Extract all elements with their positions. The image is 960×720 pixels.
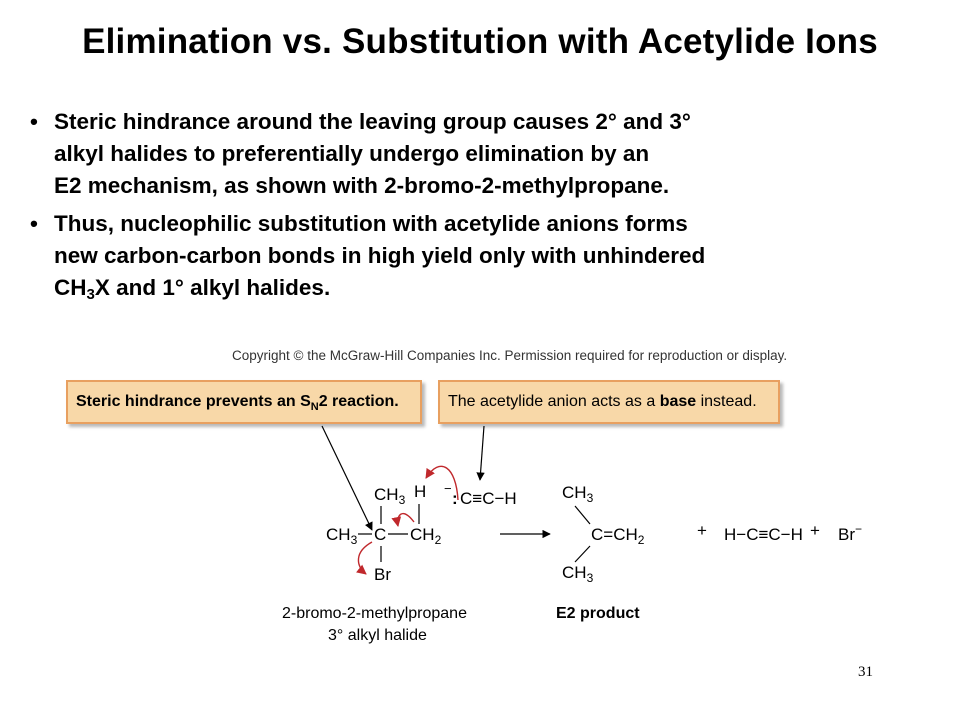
callout-pointer-arrow: [321, 425, 373, 531]
slide-title: Elimination vs. Substitution with Acetyl…: [82, 22, 878, 61]
acetylide-charge: −: [444, 481, 452, 496]
reactant-type: 3° alkyl halide: [328, 627, 427, 644]
product-alkene: C=CH2: [591, 525, 645, 547]
bullet-text-line: alkyl halides to preferentially undergo …: [54, 141, 650, 166]
bromide-ion: Br−: [838, 522, 862, 544]
curved-arrow-deprotonation: [425, 465, 459, 501]
reactant-central-carbon: C: [374, 525, 386, 544]
reactant-name: 2-bromo-2-methylpropane: [282, 605, 467, 622]
reactant-left-methyl: CH3: [326, 525, 358, 547]
bullet-text-line: CH3X and 1° alkyl halides.: [54, 275, 331, 303]
bond-line: [574, 505, 591, 525]
plus-sign: +: [697, 521, 707, 540]
plus-sign: +: [810, 521, 820, 540]
reactant-right-methylene: CH2: [410, 525, 442, 547]
bullet-item-steric: • Steric hindrance around the leaving gr…: [30, 106, 930, 202]
curved-arrow-leaving-group: [356, 541, 373, 575]
curved-arrow-pi-bond: [391, 512, 415, 527]
callout-acetylide-base: The acetylide anion acts as a base inste…: [438, 380, 780, 424]
bullet-marker: •: [30, 109, 38, 134]
bullet-text-line: new carbon-carbon bonds in high yield on…: [54, 243, 706, 268]
product-bottom-methyl: CH3: [562, 563, 594, 585]
reactant-bromine: Br: [374, 565, 391, 584]
bullet-list: • Steric hindrance around the leaving gr…: [30, 106, 930, 310]
bullet-text-line: E2 mechanism, as shown with 2-bromo-2-me…: [54, 173, 670, 198]
product-label: E2 product: [556, 605, 640, 622]
reactant-hydrogen: H: [414, 482, 426, 501]
reactant-top-methyl: CH3: [374, 485, 406, 507]
bullet-text-line: Thus, nucleophilic substitution with ace…: [54, 211, 688, 236]
bullet-marker: •: [30, 211, 38, 236]
callout-pointer-arrow: [476, 425, 485, 481]
page-number: 31: [858, 664, 873, 680]
byproduct-alkyne: H−C≡C−H: [724, 525, 803, 544]
callout-steric-hindrance: Steric hindrance prevents an SN2 reactio…: [66, 380, 422, 424]
acetylide-lone-pair: :: [452, 489, 458, 508]
acetylide-formula: C≡C−H: [460, 489, 517, 508]
product-top-methyl: CH3: [562, 483, 594, 505]
copyright-notice: Copyright © the McGraw-Hill Companies In…: [232, 348, 788, 363]
bullet-text-line: Steric hindrance around the leaving grou…: [54, 109, 691, 134]
bond-line: [574, 545, 591, 563]
bullet-item-substitution: • Thus, nucleophilic substitution with a…: [30, 208, 930, 304]
